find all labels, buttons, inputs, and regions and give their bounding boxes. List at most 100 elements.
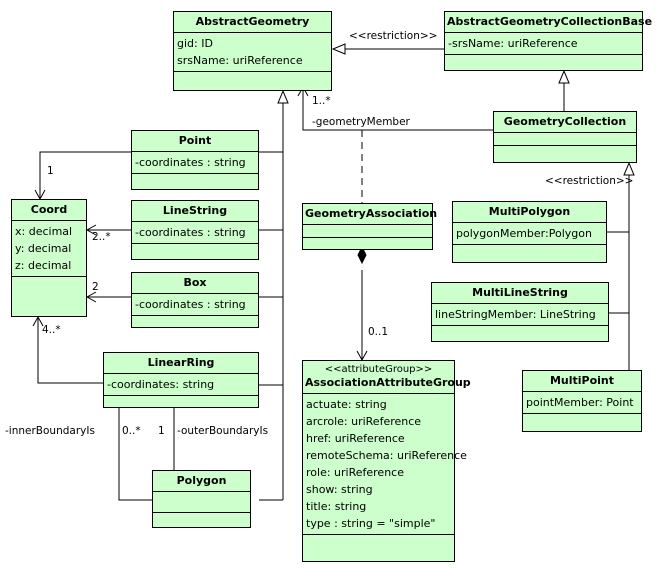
attribute: show: string xyxy=(306,483,373,496)
label-role-inner-boundary: -innerBoundaryIs xyxy=(5,425,95,437)
class-name: Box xyxy=(132,273,258,294)
attribute: x: decimal xyxy=(15,225,73,238)
class-attributes xyxy=(153,492,250,513)
class-attributes: actuate: string arcrole: uriReference hr… xyxy=(303,394,467,535)
class-operations xyxy=(523,414,641,424)
arrow-ring-coord xyxy=(32,315,44,327)
class-name: AbstractGeometry xyxy=(174,12,331,33)
attribute: -coordinates : string xyxy=(135,226,246,239)
class-attributes xyxy=(303,225,432,238)
label-role-geometry-member: -geometryMember xyxy=(312,116,410,128)
attribute: -coordinates : string xyxy=(135,156,246,169)
class-coord[interactable]: Coord x: decimal y: decimal z: decimal xyxy=(11,199,87,317)
class-attributes: gid: ID srsName: uriReference xyxy=(174,33,331,72)
label-multiplicity-linestring-coord: 2..* xyxy=(92,231,111,243)
assoc-point-coord xyxy=(39,151,131,199)
attribute: lineStringMember: LineString xyxy=(435,308,596,321)
class-name-block: <<attributeGroup>> AssociationAttributeG… xyxy=(303,361,471,394)
class-association-attribute-group[interactable]: <<attributeGroup>> AssociationAttributeG… xyxy=(302,360,471,562)
attribute: y: decimal xyxy=(15,242,72,255)
arrow-linestring-coord xyxy=(85,224,97,236)
label-multiplicity-box-coord: 2 xyxy=(92,281,99,293)
class-name: Polygon xyxy=(153,471,250,492)
class-name: LineString xyxy=(132,201,258,222)
arrow-box-coord xyxy=(85,291,97,303)
composition-diamond xyxy=(357,245,367,265)
class-attributes: polygonMember:Polygon xyxy=(453,223,606,245)
attribute: href: uriReference xyxy=(306,432,405,445)
class-operations xyxy=(445,55,642,65)
label-multiplicity-assoc-group: 0..1 xyxy=(368,326,389,338)
class-attributes xyxy=(494,133,636,146)
generalization-arrowhead-abstract xyxy=(277,89,289,104)
class-operations xyxy=(303,238,432,248)
class-operations xyxy=(132,174,258,184)
label-multiplicity-ring-coord: 4..* xyxy=(42,324,61,336)
class-polygon[interactable]: Polygon xyxy=(152,470,251,528)
attribute: srsName: uriReference xyxy=(177,54,303,67)
attribute: pointMember: Point xyxy=(526,396,634,409)
class-linear-ring[interactable]: LinearRing -coordinates: string xyxy=(103,352,259,408)
label-restriction-top: <<restriction>> xyxy=(349,30,438,42)
attribute: arcrole: uriReference xyxy=(306,415,422,428)
class-name: LinearRing xyxy=(104,353,258,374)
class-operations xyxy=(132,316,258,326)
class-operations xyxy=(104,396,258,406)
class-multi-line-string[interactable]: MultiLineString lineStringMember: LineSt… xyxy=(431,282,609,342)
restriction-arrowhead-right xyxy=(623,161,635,176)
attribute: actuate: string xyxy=(306,398,387,411)
association-geometry-member xyxy=(302,87,493,131)
class-operations xyxy=(132,244,258,254)
class-box[interactable]: Box -coordinates : string xyxy=(131,272,259,328)
class-name: AbstractGeometryCollectionBase xyxy=(445,12,652,33)
class-name: Point xyxy=(132,131,258,152)
class-operations xyxy=(494,146,636,156)
attribute: -coordinates : string xyxy=(135,298,246,311)
class-operations xyxy=(174,72,331,82)
class-stereotype: <<attributeGroup>> xyxy=(324,364,433,375)
label-multiplicity-outer: 1 xyxy=(158,425,165,437)
class-multi-point[interactable]: MultiPoint pointMember: Point xyxy=(522,370,642,432)
label-role-outer-boundary: -outerBoundaryIs xyxy=(177,425,269,437)
restriction-arrowhead-top xyxy=(331,43,346,55)
assoc-ring-coord xyxy=(37,317,103,384)
class-operations xyxy=(153,513,250,523)
attribute: type : string = "simple" xyxy=(306,517,436,530)
class-attributes: -coordinates : string xyxy=(132,294,258,316)
class-attributes: -coordinates: string xyxy=(104,374,258,396)
attribute: title: string xyxy=(306,500,367,513)
class-operations xyxy=(453,245,606,255)
class-attributes: x: decimal y: decimal z: decimal xyxy=(12,221,86,277)
label-restriction-right: <<restriction>> xyxy=(545,175,634,187)
attribute: remoteSchema: uriReference xyxy=(306,449,467,462)
label-multiplicity-geometry-member: 1..* xyxy=(312,95,331,107)
generalization-arrowhead-collection xyxy=(558,69,570,84)
class-abstract-geometry[interactable]: AbstractGeometry gid: ID srsName: uriRef… xyxy=(173,11,332,91)
class-point[interactable]: Point -coordinates : string xyxy=(131,130,259,190)
class-geometry-association[interactable]: GeometryAssociation xyxy=(302,203,437,250)
class-attributes: -coordinates : string xyxy=(132,152,258,174)
class-attributes: -srsName: uriReference xyxy=(445,33,642,55)
class-name: MultiLineString xyxy=(432,283,608,304)
label-multiplicity-inner: 0..* xyxy=(122,425,141,437)
class-multi-polygon[interactable]: MultiPolygon polygonMember:Polygon xyxy=(452,201,607,263)
attribute: z: decimal xyxy=(15,259,72,272)
class-attributes: -coordinates : string xyxy=(132,222,258,244)
class-name: GeometryAssociation xyxy=(303,204,437,225)
class-operations xyxy=(432,326,608,336)
class-name: MultiPoint xyxy=(523,371,641,392)
assoc-inner-boundary xyxy=(118,408,152,501)
class-name: Coord xyxy=(12,200,86,221)
attribute: role: uriReference xyxy=(306,466,404,479)
class-operations xyxy=(12,277,86,287)
class-operations xyxy=(303,535,454,545)
class-name: GeometryCollection xyxy=(494,112,636,133)
class-line-string[interactable]: LineString -coordinates : string xyxy=(131,200,259,260)
class-abstract-geometry-collection-base[interactable]: AbstractGeometryCollectionBase -srsName:… xyxy=(444,11,652,71)
attribute: -srsName: uriReference xyxy=(448,37,578,50)
label-multiplicity-point-coord: 1 xyxy=(47,165,54,177)
attribute: gid: ID xyxy=(177,37,213,50)
class-geometry-collection[interactable]: GeometryCollection xyxy=(493,111,637,163)
class-attributes: pointMember: Point xyxy=(523,392,641,414)
